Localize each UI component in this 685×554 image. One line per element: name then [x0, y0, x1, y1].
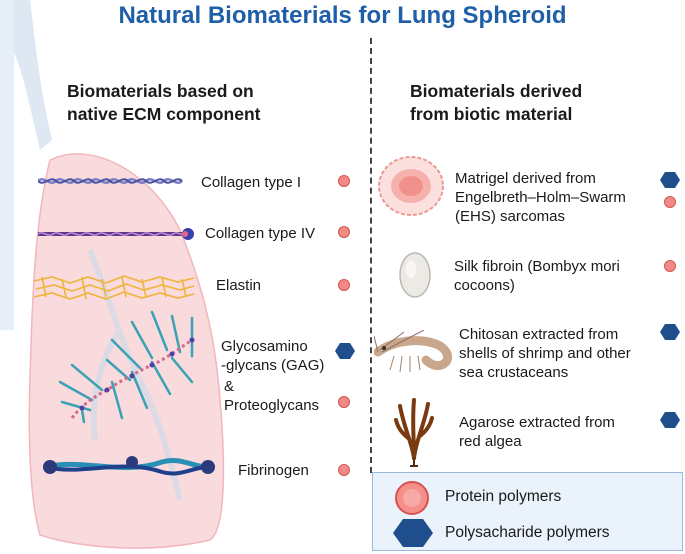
heading-line: Biomaterials derived — [410, 81, 583, 101]
label-collagen-type-i: Collagen type I — [201, 174, 302, 191]
label-line: Agarose extracted from — [459, 414, 615, 431]
label-line: Proteoglycans — [224, 397, 320, 414]
bronchi-shape — [87, 248, 183, 501]
label-line: Chitosan extracted from — [459, 326, 619, 343]
protein-marker-icon — [338, 464, 350, 476]
label-elastin: Elastin — [216, 277, 262, 294]
silk-cocoon-illustration — [399, 252, 431, 298]
page-title: Natural Biomaterials for Lung Spheroid — [118, 2, 567, 29]
red-algae-illustration — [394, 398, 434, 467]
protein-legend-icon — [395, 481, 429, 515]
fibrinogen-illustration — [43, 456, 215, 476]
protein-marker-icon — [338, 175, 350, 187]
legend-box: Protein polymers Polysacharide polymers — [372, 472, 683, 551]
label-silk-fibroin: Silk fibroin (Bombyx mori cocoons) — [454, 257, 620, 295]
protein-marker-icon — [338, 226, 350, 238]
polysaccharide-marker-icon — [660, 172, 680, 188]
polysaccharide-marker-icon — [335, 343, 355, 359]
label-line: sea crustaceans — [459, 364, 569, 381]
label-agarose: Agarose extracted from red algea — [459, 413, 615, 451]
protein-marker-icon — [664, 260, 676, 272]
label-line: -glycans (GAG) — [221, 357, 325, 374]
glycosaminoglycan-illustration — [58, 310, 195, 424]
polysaccharide-legend-icon — [393, 519, 433, 547]
label-line: (EHS) sarcomas — [455, 208, 566, 225]
label-line: & — [224, 378, 235, 395]
label-line: Glycosamino — [221, 338, 308, 355]
trachea-shape — [0, 0, 14, 330]
label-gag: Glycosamino -glycans (GAG) — [221, 337, 324, 375]
label-line: Silk fibroin (Bombyx mori — [454, 258, 620, 275]
left-column-heading: Biomaterials based on native ECM compone… — [67, 80, 261, 126]
label-line: Matrigel derived from — [455, 170, 596, 187]
label-matrigel: Matrigel derived from Engelbreth–Holm–Sw… — [455, 169, 626, 226]
label-line: cocoons) — [454, 277, 515, 294]
label-chitosan: Chitosan extracted from shells of shrimp… — [459, 325, 631, 382]
heading-line: native ECM component — [67, 104, 261, 124]
protein-marker-icon — [664, 196, 676, 208]
right-column-heading: Biomaterials derived from biotic materia… — [410, 80, 582, 126]
matrigel-cell-illustration — [378, 156, 444, 216]
label-line: shells of shrimp and other — [459, 345, 631, 362]
elastin-illustration — [33, 275, 195, 300]
label-line: red algea — [459, 433, 522, 450]
legend-label-protein: Protein polymers — [445, 488, 562, 505]
polysaccharide-marker-icon — [660, 412, 680, 428]
heading-line: from biotic material — [410, 104, 573, 124]
legend-label-polysaccharide: Polysacharide polymers — [445, 524, 610, 541]
protein-marker-icon — [338, 396, 350, 408]
column-divider — [370, 38, 372, 473]
shrimp-illustration — [374, 330, 452, 373]
collagen-type-i-illustration — [38, 178, 183, 184]
heading-line: Biomaterials based on — [67, 81, 254, 101]
label-proteoglycans: & Proteoglycans — [224, 377, 319, 415]
collagen-type-iv-illustration — [38, 228, 194, 240]
label-fibrinogen: Fibrinogen — [238, 462, 309, 479]
polysaccharide-marker-icon — [660, 324, 680, 340]
label-line: Engelbreth–Holm–Swarm — [455, 189, 626, 206]
label-collagen-type-iv: Collagen type IV — [205, 225, 316, 242]
protein-marker-icon — [338, 279, 350, 291]
